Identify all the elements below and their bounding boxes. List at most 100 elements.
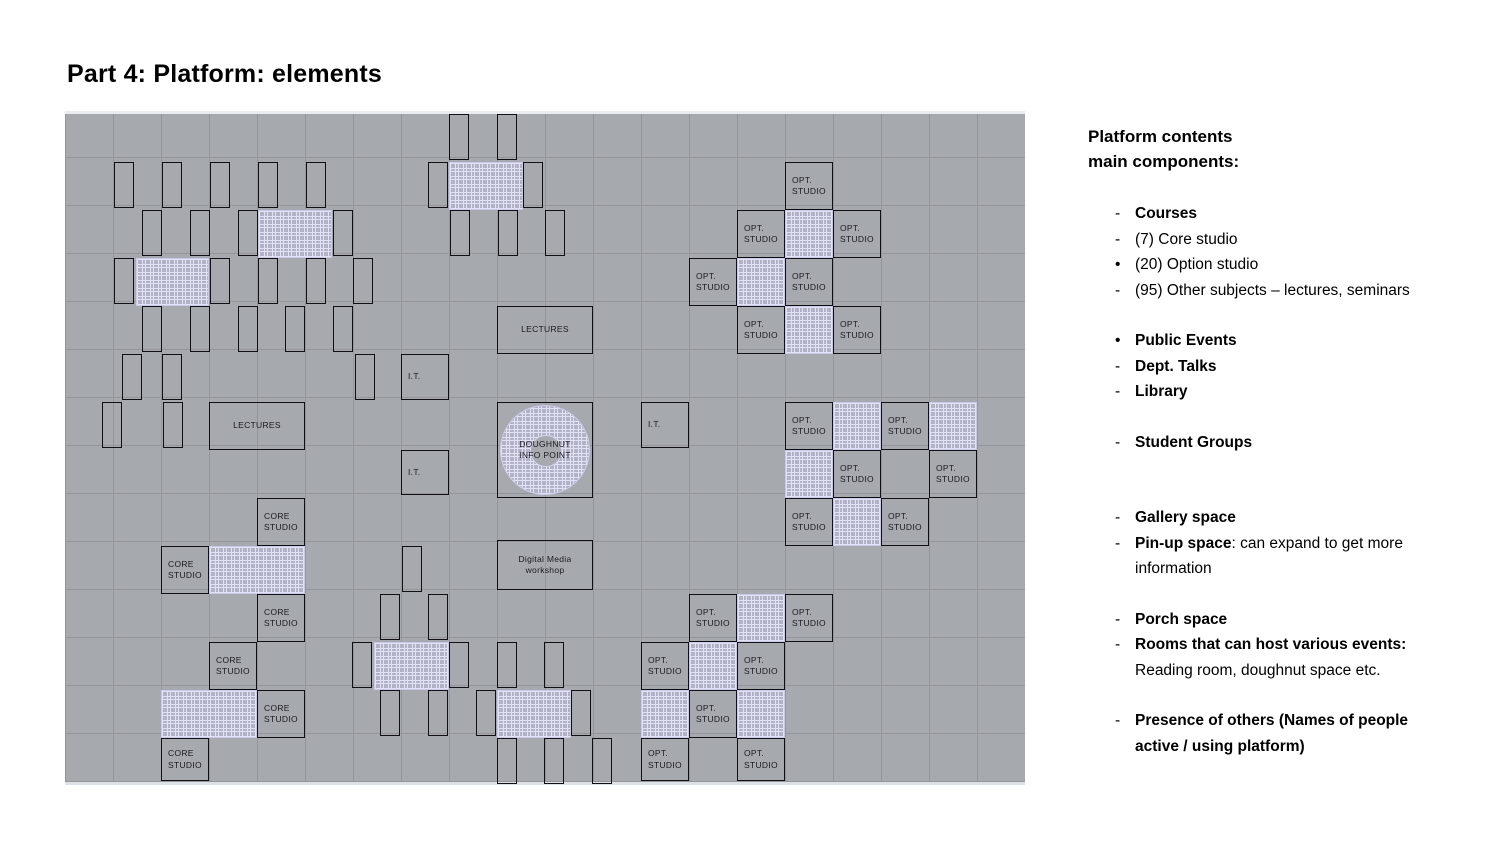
partition-bar bbox=[380, 690, 400, 736]
room-label: STUDIO bbox=[216, 666, 250, 676]
room-opt-studio: OPT.STUDIO bbox=[785, 162, 833, 210]
partition-bar bbox=[210, 162, 230, 208]
partition-bar bbox=[122, 354, 142, 400]
room-label: CORE bbox=[264, 702, 290, 713]
room-label: I.T. bbox=[408, 371, 421, 382]
room-label: OPT. bbox=[888, 510, 909, 521]
pinup-dotted-area bbox=[209, 546, 305, 594]
room-opt-studio: OPT.STUDIO bbox=[833, 306, 881, 354]
notes-title: Platform contents main components: bbox=[1088, 124, 1418, 174]
bullet-marker: - bbox=[1115, 712, 1121, 729]
notes-item: -Library bbox=[1088, 379, 1418, 405]
room-label: OPT. bbox=[648, 654, 669, 665]
partition-bar bbox=[210, 258, 230, 304]
notes-item-text: Dept. Talks bbox=[1135, 357, 1217, 375]
partition-bar bbox=[162, 354, 182, 400]
pinup-dotted-area bbox=[258, 210, 332, 258]
room-label: STUDIO bbox=[792, 618, 826, 628]
partition-bar bbox=[592, 738, 612, 784]
bullet-marker: - bbox=[1115, 433, 1121, 451]
room-label: OPT. bbox=[936, 462, 957, 473]
bullet-marker: - bbox=[1115, 357, 1121, 375]
room-label: INFO POINT bbox=[519, 450, 571, 460]
pinup-dotted-area bbox=[785, 306, 833, 354]
room-label: STUDIO bbox=[792, 522, 826, 532]
partition-bar bbox=[190, 210, 210, 256]
room-label: STUDIO bbox=[888, 522, 922, 532]
room-label: OPT. bbox=[792, 414, 813, 425]
pinup-dotted-area bbox=[737, 594, 785, 642]
room-label: STUDIO bbox=[648, 759, 682, 770]
notes-item-text: Courses bbox=[1135, 205, 1198, 222]
partition-bar bbox=[102, 402, 122, 448]
notes-item: -Pin-up space: can expand to get more in… bbox=[1088, 531, 1418, 582]
partition-bar bbox=[497, 738, 517, 784]
room-label: OPT. bbox=[840, 462, 861, 473]
pinup-dotted-area bbox=[929, 402, 977, 450]
partition-bar bbox=[449, 642, 469, 688]
room-label: OPT. bbox=[696, 606, 717, 617]
pinup-dotted-area bbox=[161, 690, 257, 738]
partition-bar bbox=[353, 258, 373, 304]
notes-group: -Student Groups bbox=[1088, 430, 1418, 456]
pinup-dotted-area bbox=[737, 258, 785, 306]
notes-panel: Platform contents main components: -Cour… bbox=[1088, 124, 1418, 759]
doughnut-hole bbox=[530, 435, 562, 467]
room-label: I.T. bbox=[408, 466, 421, 477]
notes-item: -(7) Core studio bbox=[1088, 227, 1418, 253]
notes-item: -(95) Other subjects – lectures, seminar… bbox=[1088, 278, 1418, 304]
pinup-dotted-area bbox=[497, 690, 571, 738]
room-opt-studio: OPT.STUDIO bbox=[689, 258, 737, 306]
bullet-marker: - bbox=[1115, 230, 1121, 248]
notes-item-text: Library bbox=[1135, 383, 1188, 400]
notes-item: -Presence of others (Names of people act… bbox=[1088, 708, 1418, 759]
room-opt-studio: OPT.STUDIO bbox=[737, 642, 785, 690]
room-label: DOUGHNUT bbox=[519, 438, 571, 449]
room-label: OPT. bbox=[888, 414, 909, 425]
partition-bar bbox=[142, 210, 162, 256]
pinup-dotted-area bbox=[785, 210, 833, 258]
room-label: OPT. bbox=[792, 174, 813, 185]
bullet-marker: - bbox=[1115, 383, 1121, 400]
pinup-dotted-area bbox=[374, 642, 449, 690]
partition-bar bbox=[545, 210, 565, 256]
pinup-dotted-area bbox=[833, 402, 881, 450]
room-opt-studio: OPT.STUDIO bbox=[929, 450, 977, 498]
pinup-dotted-area bbox=[689, 642, 737, 690]
room-label: STUDIO bbox=[264, 618, 298, 628]
partition-bar bbox=[476, 690, 496, 736]
partition-bar bbox=[114, 162, 134, 208]
room-label: STUDIO bbox=[696, 282, 730, 292]
partition-bar bbox=[238, 210, 258, 256]
notes-item-text: (95) Other subjects – lectures, seminars bbox=[1135, 281, 1410, 299]
partition-bar bbox=[114, 258, 134, 304]
room-label: I.T. bbox=[648, 419, 661, 430]
notes-item: -Porch space bbox=[1088, 607, 1418, 633]
partition-bar bbox=[402, 546, 422, 592]
room-opt-studio: OPT.STUDIO bbox=[785, 594, 833, 642]
room-opt-studio: OPT.STUDIO bbox=[737, 738, 785, 781]
room-label: CORE bbox=[264, 510, 290, 521]
notes-item-text: Pin-up space: can expand to get more inf… bbox=[1135, 534, 1403, 578]
pinup-dotted-area bbox=[737, 690, 785, 738]
room-label: OPT. bbox=[840, 318, 861, 329]
partition-bar bbox=[571, 690, 591, 736]
notes-title-line1: Platform contents bbox=[1088, 127, 1233, 146]
partition-bar bbox=[258, 162, 278, 208]
room-label: Digital Media bbox=[518, 553, 572, 564]
room-label: LECTURES bbox=[521, 324, 569, 335]
notes-item-text: (20) Option studio bbox=[1135, 256, 1259, 273]
room-label: STUDIO bbox=[264, 522, 298, 532]
notes-group: •Public Events-Dept. Talks-Library bbox=[1088, 328, 1418, 405]
room-opt-studio: OPT.STUDIO bbox=[881, 498, 929, 546]
room-label: STUDIO bbox=[840, 474, 874, 484]
room-label: OPT. bbox=[744, 654, 765, 665]
notes-item: •Public Events bbox=[1088, 328, 1418, 354]
notes-item-text: Public Events bbox=[1135, 332, 1237, 349]
room-label: CORE bbox=[168, 748, 194, 759]
